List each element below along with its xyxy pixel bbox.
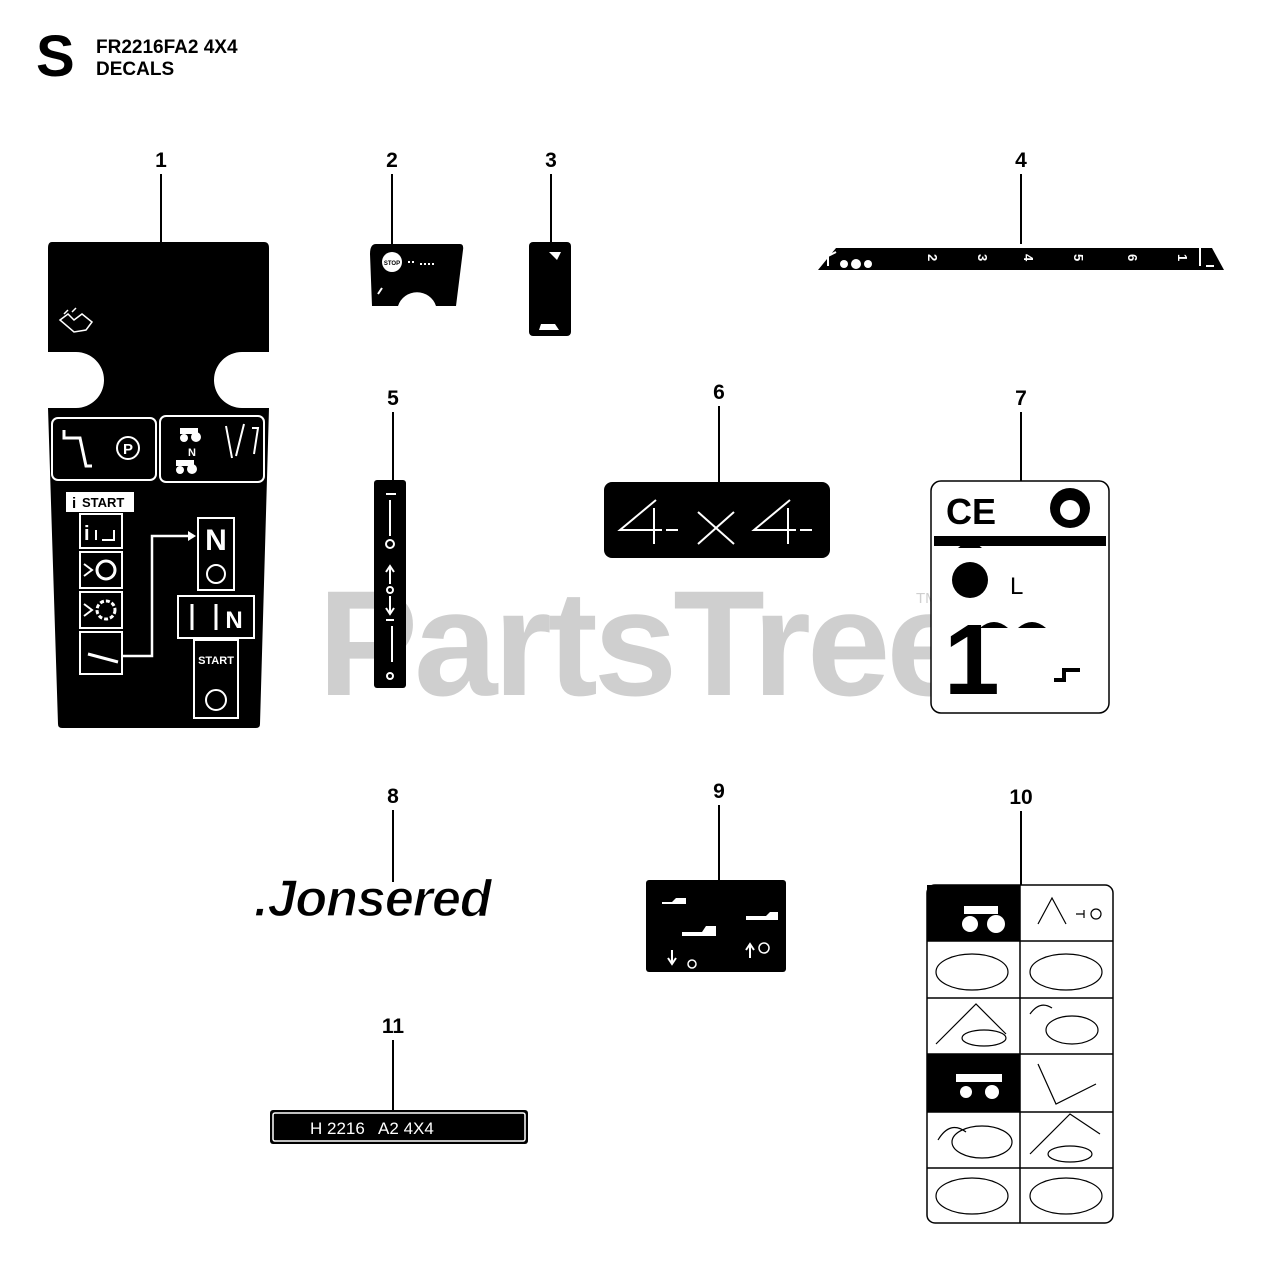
callout-6[interactable]: 6 xyxy=(713,381,725,404)
pedal-lever-icon xyxy=(225,423,260,459)
drive-direction-panel xyxy=(159,415,265,483)
mower-deck-icon xyxy=(682,926,716,936)
svg-text:START: START xyxy=(82,495,124,510)
leader-line-5 xyxy=(392,412,394,482)
callout-2[interactable]: 2 xyxy=(386,149,398,172)
gear-icon xyxy=(385,539,395,549)
svg-text:6: 6 xyxy=(1125,254,1140,261)
start-tab xyxy=(66,492,134,512)
decal-9-cutting-height[interactable] xyxy=(646,880,786,972)
svg-text:N: N xyxy=(188,447,196,459)
parking-icon xyxy=(116,436,140,460)
svg-text:L: L xyxy=(1010,573,1023,600)
svg-text:P: P xyxy=(123,441,133,458)
panel-tractor-deck xyxy=(927,1054,1020,1112)
leader-line-8 xyxy=(392,810,394,882)
svg-text:N: N xyxy=(225,607,242,634)
lever-down-icon xyxy=(386,619,394,662)
brake-pedal-icon xyxy=(62,430,92,468)
hand-icon xyxy=(58,307,94,333)
leader-line-2 xyxy=(391,174,393,246)
svg-text:i: i xyxy=(84,523,90,545)
sound-level-icon xyxy=(952,562,988,598)
stop-sign-icon xyxy=(382,252,402,272)
ignition-key-icon xyxy=(205,689,227,711)
mower-small-icon xyxy=(662,898,686,904)
arrow-down-icon xyxy=(667,950,677,966)
neutral-pedal-box xyxy=(177,595,255,639)
step-icons: i xyxy=(83,523,119,664)
leader-line-10 xyxy=(1020,811,1022,887)
leader-line-7 xyxy=(1020,412,1022,484)
callout-3[interactable]: 3 xyxy=(545,149,557,172)
callout-7[interactable]: 7 xyxy=(1015,387,1027,410)
step-box-choke xyxy=(79,591,123,629)
decal-4-height-scale[interactable]: 2 3 4 5 6 1 xyxy=(814,240,1226,272)
step-box-info xyxy=(79,513,123,549)
svg-text:.Jonsered: .Jonsered xyxy=(254,870,493,924)
decal-2-stop-label[interactable]: STOP xyxy=(370,244,466,308)
ce-mark: CE xyxy=(946,491,996,532)
brake-panel xyxy=(51,417,157,481)
callout-9[interactable]: 9 xyxy=(713,780,725,803)
svg-text:5: 5 xyxy=(1071,254,1086,261)
instruction-illustrations xyxy=(935,896,1103,1215)
tractor-forward-icon xyxy=(176,428,201,474)
decal-3-label[interactable] xyxy=(529,242,571,338)
arrow-down-icon xyxy=(385,596,395,616)
neutral-box xyxy=(197,517,235,591)
leader-line-3 xyxy=(550,174,552,250)
tractor-deck-icon xyxy=(956,1074,1002,1099)
decal-10-instruction-sheet[interactable] xyxy=(926,884,1114,1224)
rabbit-icon xyxy=(539,324,559,330)
svg-text:1: 1 xyxy=(944,604,1000,714)
turtle-icon xyxy=(549,252,561,260)
section-letter: S xyxy=(36,24,75,89)
callout-8[interactable]: 8 xyxy=(387,785,399,808)
svg-text:STOP: STOP xyxy=(384,261,400,267)
lever-icon xyxy=(1199,244,1214,267)
decal-5-lever-strip[interactable] xyxy=(374,480,406,690)
leader-line-4 xyxy=(1020,174,1022,244)
svg-text:3: 3 xyxy=(975,254,990,261)
start-box xyxy=(193,639,239,719)
svg-text:N: N xyxy=(205,524,227,557)
mower-icon xyxy=(827,251,872,269)
decal-1-control-panel[interactable]: P N i START i N N START xyxy=(46,242,270,730)
arrow-up-icon xyxy=(385,564,395,584)
leader-line-9 xyxy=(718,805,720,883)
leader-line-11 xyxy=(392,1040,394,1114)
svg-text:START: START xyxy=(198,655,234,667)
key-lock-icon xyxy=(206,564,226,584)
tractor-icon xyxy=(962,906,1005,933)
callout-10[interactable]: 10 xyxy=(1009,786,1033,809)
callout-11[interactable]: 11 xyxy=(381,1015,405,1038)
model-title: FR2216FA2 4X4 xyxy=(96,37,238,58)
svg-text:2: 2 xyxy=(925,254,940,261)
step-box-fuel xyxy=(79,551,123,589)
arrow-up-icon xyxy=(745,942,755,958)
4x4-lettering xyxy=(617,499,812,545)
callout-4[interactable]: 4 xyxy=(1015,149,1027,172)
leader-line-6 xyxy=(718,406,720,492)
step-box-throttle xyxy=(79,631,123,675)
decal-11-model-plate[interactable]: H 2216 A2 4X4 xyxy=(270,1110,528,1144)
callout-1[interactable]: 1 xyxy=(155,149,167,172)
watermark: PartsTree xyxy=(318,559,970,727)
svg-text:4: 4 xyxy=(1021,254,1036,262)
mower-deck-raised-icon xyxy=(746,912,778,920)
svg-text:i: i xyxy=(72,495,76,512)
page-title: DECALS xyxy=(96,59,175,80)
callout-5[interactable]: 5 xyxy=(387,387,399,410)
decal-7-ce-label[interactable]: CE L 1 xyxy=(930,480,1110,714)
decal-6-4x4[interactable] xyxy=(604,482,830,558)
decal-8-jonsered-logo[interactable]: .Jonsered xyxy=(252,868,520,924)
arrow-icon xyxy=(377,287,383,295)
svg-text:H 2216 A2 4X4: H 2216 A2 4X4 xyxy=(310,1119,434,1138)
leader-line-1 xyxy=(160,174,162,244)
lever-up-icon xyxy=(386,493,396,536)
start-sequence-arrow xyxy=(122,534,194,658)
svg-text:1: 1 xyxy=(1175,254,1190,261)
